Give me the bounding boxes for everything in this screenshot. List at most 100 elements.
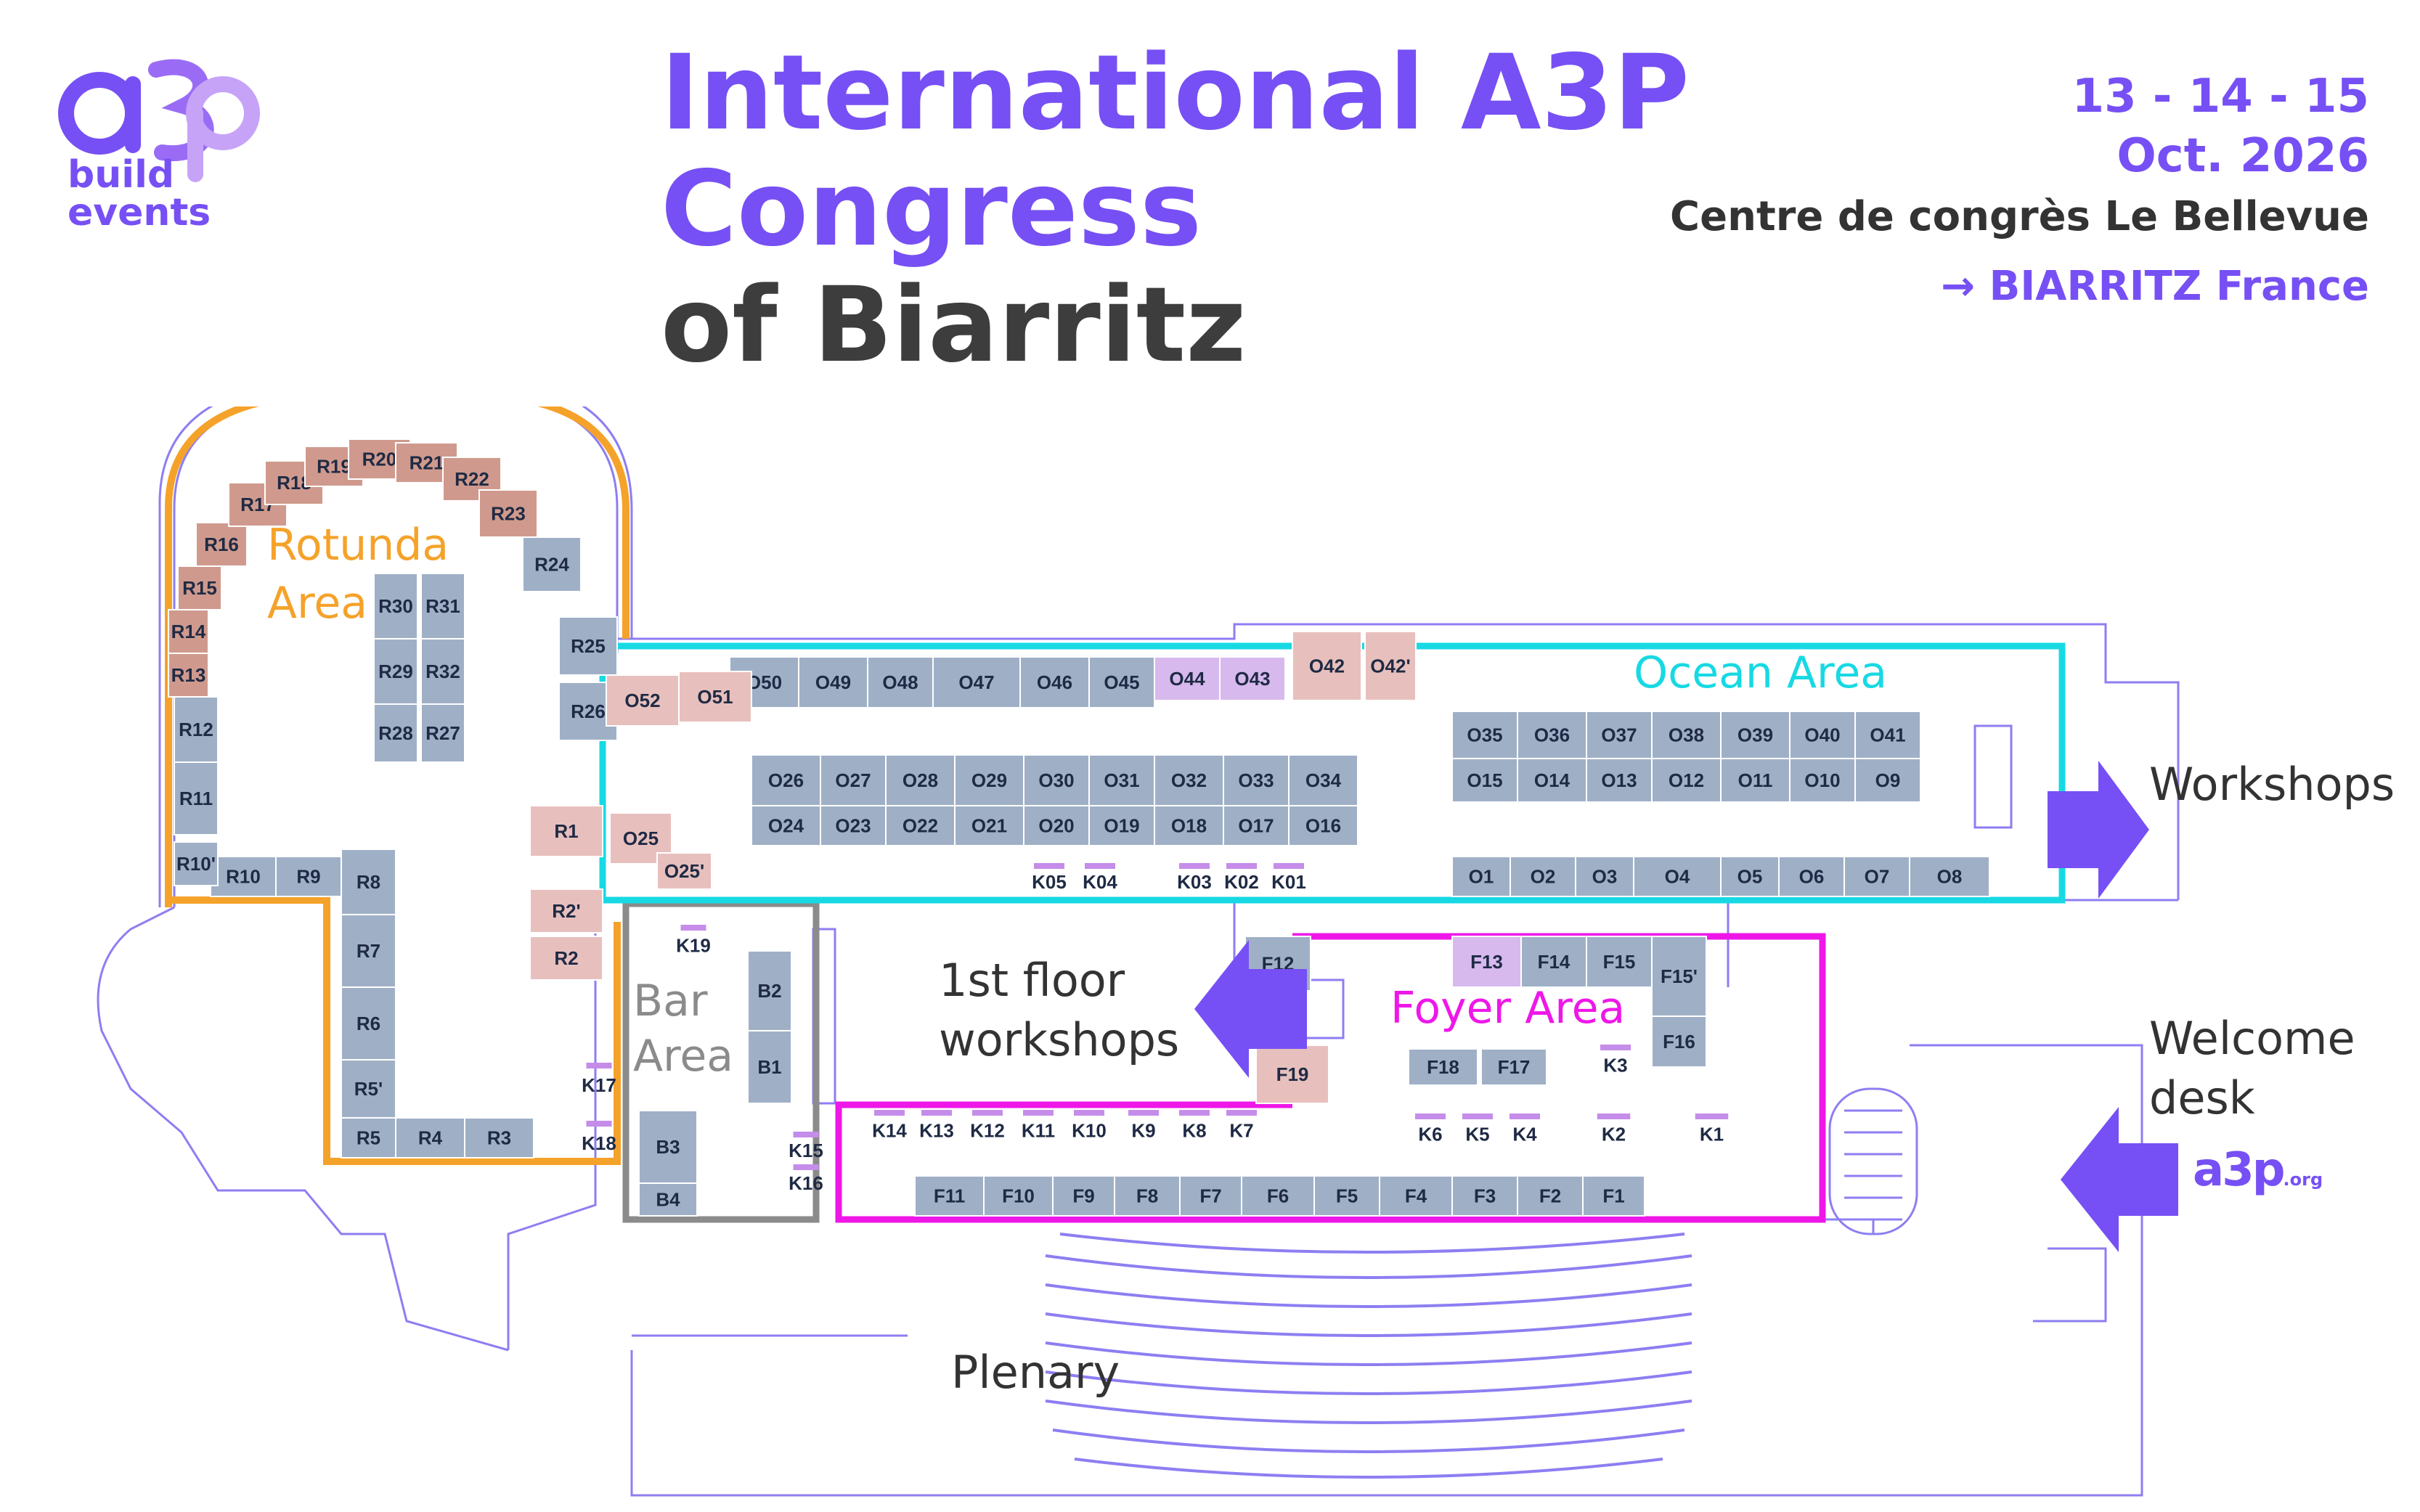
booth-o25-prime[interactable] [656, 852, 712, 890]
booth-r3[interactable] [464, 1117, 534, 1158]
booth-f15[interactable] [1586, 936, 1653, 988]
booth-o46[interactable] [1019, 656, 1090, 708]
kiosk-k05[interactable] [1034, 863, 1064, 869]
booth-r31[interactable] [420, 573, 465, 639]
booth-o42[interactable] [1292, 631, 1362, 701]
booth-r23[interactable] [478, 489, 538, 538]
kiosk-k9[interactable] [1128, 1110, 1159, 1116]
kiosk-k3[interactable] [1600, 1045, 1631, 1050]
booth-f18[interactable] [1408, 1048, 1478, 1086]
booth-o30[interactable] [1023, 754, 1090, 806]
kiosk-k02[interactable] [1226, 863, 1257, 869]
booth-o21[interactable] [954, 805, 1024, 846]
workshops-label[interactable]: Workshops [2149, 758, 2395, 811]
booth-f10[interactable] [983, 1175, 1054, 1217]
booth-r5[interactable] [341, 1117, 396, 1158]
booth-o8[interactable] [1909, 856, 1990, 897]
booth-r8[interactable] [341, 849, 396, 915]
kiosk-k5[interactable] [1462, 1113, 1493, 1119]
booth-f16[interactable] [1651, 1016, 1707, 1068]
kiosk-k12[interactable] [972, 1110, 1003, 1116]
kiosk-k18[interactable] [586, 1121, 612, 1127]
booth-o27[interactable] [820, 754, 887, 806]
booth-o32[interactable] [1154, 754, 1224, 806]
kiosk-k6[interactable] [1415, 1113, 1446, 1119]
booth-r32[interactable] [420, 638, 465, 705]
kiosk-k17[interactable] [586, 1063, 612, 1068]
booth-o24[interactable] [751, 805, 821, 846]
booth-o12[interactable] [1651, 758, 1722, 803]
kiosk-k04[interactable] [1085, 863, 1115, 869]
booth-r15[interactable] [177, 565, 222, 610]
booth-o51[interactable] [678, 671, 752, 723]
booth-o45[interactable] [1088, 656, 1155, 708]
booth-o3[interactable] [1575, 856, 1634, 897]
booth-f6[interactable] [1241, 1175, 1315, 1217]
booth-f8[interactable] [1114, 1175, 1181, 1217]
booth-o6[interactable] [1778, 856, 1845, 897]
booth-f14[interactable] [1520, 936, 1587, 988]
booth-r6[interactable] [341, 986, 396, 1061]
booth-o37[interactable] [1586, 711, 1653, 759]
kiosk-k15[interactable] [793, 1132, 819, 1137]
booth-r10-prime[interactable] [174, 841, 219, 886]
booth-b4[interactable] [638, 1182, 698, 1217]
booth-o47[interactable] [932, 656, 1021, 708]
booth-o34[interactable] [1288, 754, 1358, 806]
booth-r30[interactable] [373, 573, 418, 639]
booth-f7[interactable] [1179, 1175, 1242, 1217]
booth-r2[interactable] [529, 936, 603, 981]
booth-f1[interactable] [1582, 1175, 1645, 1217]
booth-r12[interactable] [174, 696, 219, 763]
booth-o4[interactable] [1633, 856, 1722, 897]
booth-o13[interactable] [1586, 758, 1653, 803]
welcome-arrow-icon[interactable] [2061, 1107, 2178, 1252]
booth-o16[interactable] [1288, 805, 1358, 846]
first-floor-arrow-icon[interactable] [1194, 940, 1307, 1078]
booth-o49[interactable] [798, 656, 868, 708]
booth-o36[interactable] [1517, 711, 1587, 759]
kiosk-k1[interactable] [1695, 1113, 1729, 1119]
booth-r25[interactable] [558, 616, 618, 676]
booth-o44[interactable] [1154, 656, 1221, 701]
kiosk-k10[interactable] [1074, 1110, 1104, 1116]
kiosk-k2[interactable] [1597, 1113, 1631, 1119]
kiosk-k11[interactable] [1023, 1110, 1054, 1116]
booth-o26[interactable] [751, 754, 821, 806]
booth-r24[interactable] [522, 536, 582, 592]
booth-r27[interactable] [420, 703, 465, 763]
kiosk-k7[interactable] [1226, 1110, 1257, 1116]
kiosk-k8[interactable] [1179, 1110, 1210, 1116]
booth-f17[interactable] [1480, 1048, 1547, 1086]
booth-r2-prime[interactable] [529, 888, 603, 933]
workshops-arrow-icon[interactable] [2048, 761, 2149, 899]
booth-r28[interactable] [373, 703, 418, 763]
booth-b3[interactable] [638, 1110, 698, 1184]
booth-o19[interactable] [1088, 805, 1155, 846]
booth-r1[interactable] [529, 805, 603, 857]
booth-o15[interactable] [1451, 758, 1518, 803]
booth-r4[interactable] [395, 1117, 465, 1158]
kiosk-k03[interactable] [1179, 863, 1210, 869]
booth-r14[interactable] [168, 609, 209, 654]
kiosk-k16[interactable] [793, 1164, 819, 1170]
booth-o52[interactable] [606, 674, 680, 727]
booth-o38[interactable] [1651, 711, 1722, 759]
booth-o17[interactable] [1223, 805, 1290, 846]
booth-o31[interactable] [1088, 754, 1155, 806]
booth-r29[interactable] [373, 638, 418, 705]
kiosk-k19[interactable] [680, 925, 706, 931]
booth-f4[interactable] [1379, 1175, 1453, 1217]
booth-f15-prime[interactable] [1651, 936, 1707, 1017]
booth-o42-prime[interactable] [1364, 631, 1417, 701]
booth-b1[interactable] [747, 1030, 792, 1104]
booth-r7[interactable] [341, 914, 396, 988]
kiosk-k13[interactable] [921, 1110, 952, 1116]
booth-r16[interactable] [195, 522, 248, 567]
booth-f19[interactable] [1255, 1045, 1329, 1104]
booth-o18[interactable] [1154, 805, 1224, 846]
kiosk-k14[interactable] [874, 1110, 905, 1116]
booth-o41[interactable] [1854, 711, 1921, 759]
kiosk-k01[interactable] [1274, 863, 1304, 869]
booth-o40[interactable] [1789, 711, 1856, 759]
